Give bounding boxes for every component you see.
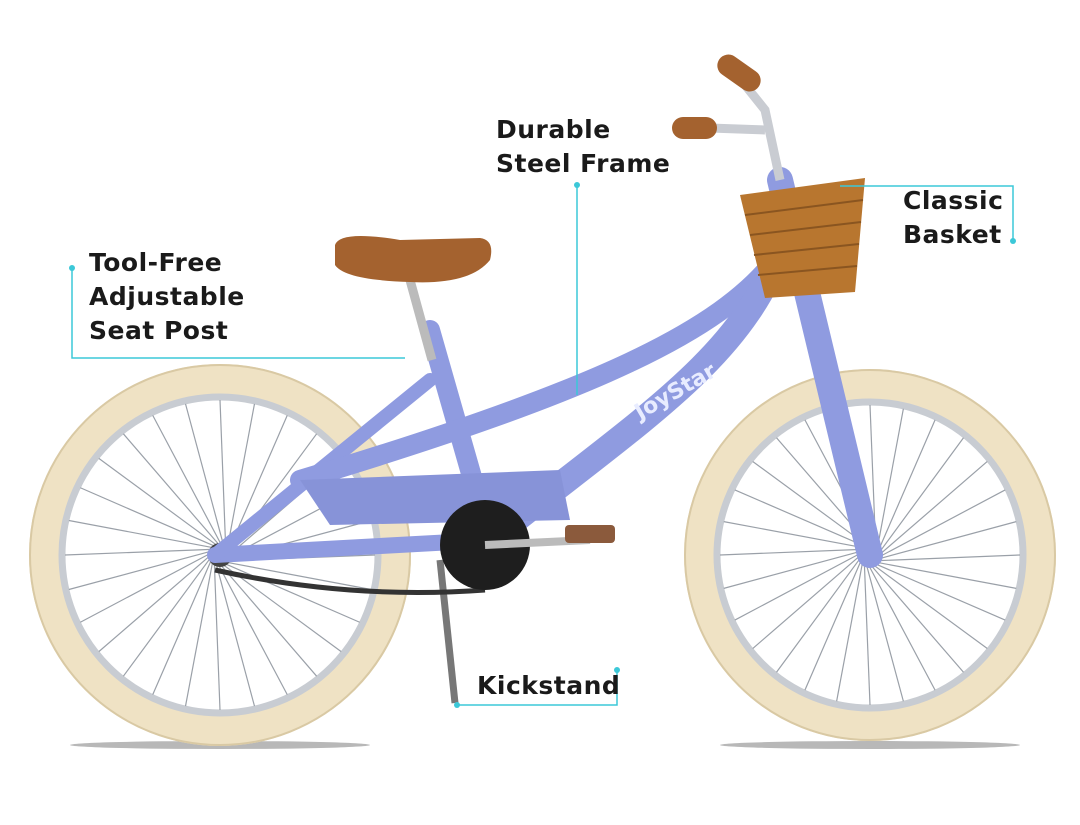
spoke bbox=[219, 399, 227, 547]
spoke bbox=[876, 561, 1017, 589]
spoke bbox=[872, 564, 988, 650]
spoke bbox=[80, 552, 211, 623]
spoke bbox=[876, 408, 904, 549]
spoke bbox=[98, 555, 211, 653]
spoke bbox=[874, 563, 1006, 621]
spoke bbox=[804, 559, 862, 691]
spoke bbox=[867, 564, 936, 691]
spoke bbox=[152, 559, 212, 695]
callout-dots bbox=[69, 182, 1016, 708]
spoke bbox=[719, 548, 862, 556]
spoke bbox=[879, 489, 1006, 558]
spoke bbox=[723, 521, 864, 549]
spoke bbox=[870, 564, 964, 673]
spoke bbox=[879, 521, 1017, 560]
callout-frame-line2: Steel Frame bbox=[496, 149, 671, 178]
rear-wheel bbox=[29, 364, 411, 746]
spoke bbox=[878, 554, 1021, 562]
brand-logo: JoyStar bbox=[629, 359, 721, 427]
spoke bbox=[98, 457, 218, 546]
spoke bbox=[184, 403, 225, 546]
spoke bbox=[220, 564, 318, 677]
spoke bbox=[836, 561, 864, 702]
spoke bbox=[878, 419, 936, 551]
callout-seat-line2: Adjustable bbox=[89, 282, 245, 311]
spoke bbox=[752, 555, 861, 649]
spoke bbox=[215, 564, 256, 707]
spoke bbox=[122, 557, 211, 677]
spoke bbox=[734, 489, 866, 547]
handlebar bbox=[672, 54, 785, 181]
spoke bbox=[879, 461, 988, 555]
saddle bbox=[335, 236, 492, 283]
spoke bbox=[68, 519, 214, 549]
callout-seat-line3: Seat Post bbox=[89, 316, 229, 345]
spoke bbox=[752, 460, 868, 546]
spoke bbox=[222, 564, 342, 653]
spoke bbox=[775, 557, 861, 673]
callout-basket-line1: Classic bbox=[903, 186, 1004, 215]
spoke bbox=[152, 415, 223, 546]
spoke bbox=[734, 552, 861, 621]
pedal bbox=[565, 525, 615, 543]
callout-frame: Durable Steel Frame bbox=[496, 113, 670, 181]
spoke bbox=[224, 563, 360, 623]
spoke bbox=[863, 563, 871, 706]
spoke bbox=[865, 564, 904, 702]
chain-guard bbox=[300, 470, 570, 525]
spoke bbox=[226, 403, 256, 549]
spoke bbox=[80, 487, 216, 547]
callout-basket: Classic Basket bbox=[903, 184, 1003, 252]
kickstand bbox=[436, 559, 459, 704]
seat-post bbox=[405, 278, 437, 362]
callout-lines bbox=[71, 185, 1014, 706]
spoke bbox=[226, 561, 372, 591]
spoke bbox=[879, 437, 965, 553]
callout-kickstand-line1: Kickstand bbox=[477, 671, 621, 700]
spoke bbox=[217, 564, 288, 695]
chain bbox=[214, 567, 486, 595]
spoke bbox=[184, 561, 214, 707]
spoke bbox=[723, 550, 861, 589]
spoke bbox=[64, 548, 212, 556]
wicker-basket bbox=[740, 178, 865, 298]
spoke bbox=[213, 563, 221, 711]
spoke bbox=[122, 433, 220, 546]
front-shadow bbox=[720, 741, 1020, 749]
spoke bbox=[68, 550, 211, 591]
callout-basket-line2: Basket bbox=[903, 220, 1002, 249]
callout-seat-line1: Tool-Free bbox=[89, 248, 223, 277]
callout-seat: Tool-Free Adjustable Seat Post bbox=[89, 246, 245, 348]
callout-kickstand: Kickstand bbox=[477, 669, 620, 703]
callout-frame-line1: Durable bbox=[496, 115, 611, 144]
